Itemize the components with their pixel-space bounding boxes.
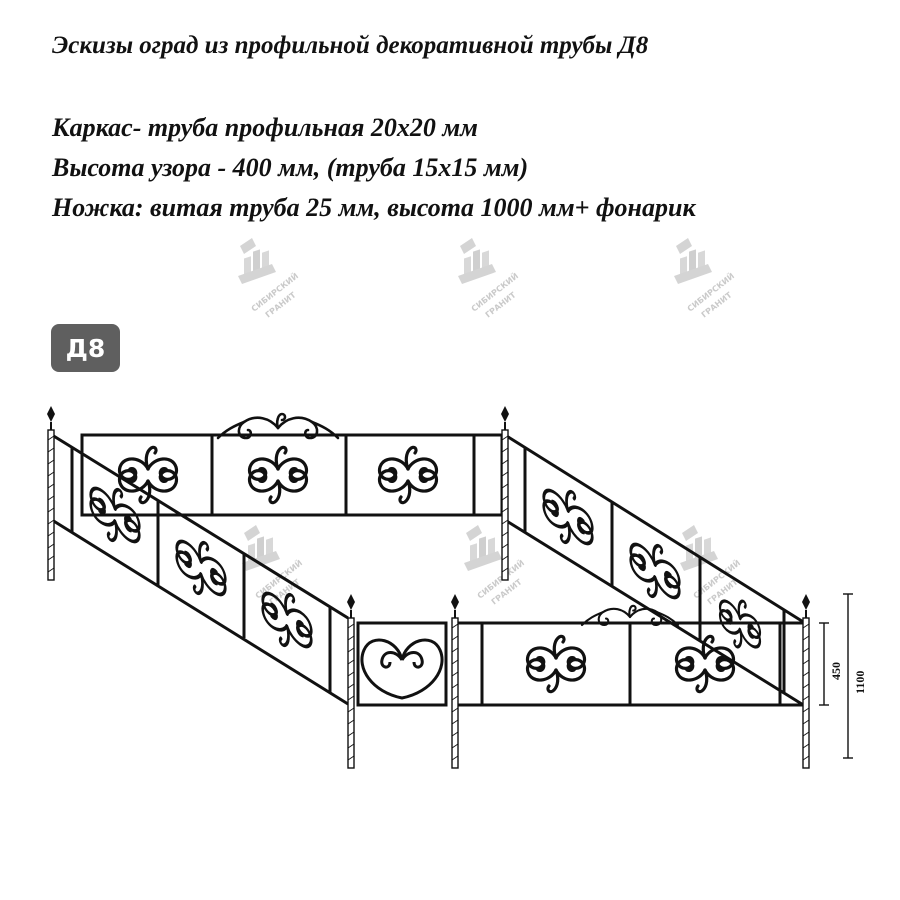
- dimension-lines: [819, 593, 853, 759]
- spec-pattern: Высота узора - 400 мм, (труба 15х15 мм): [52, 153, 529, 182]
- left-panel: [51, 433, 349, 706]
- model-badge: Д8: [51, 324, 120, 372]
- dimension-450: 450: [829, 662, 843, 680]
- back-panel: [80, 412, 504, 517]
- page-title: Эскизы оград из профильной декоративной …: [52, 32, 649, 59]
- right-panel: [504, 433, 806, 708]
- spec-leg: Ножка: витая труба 25 мм, высота 1000 мм…: [52, 193, 696, 222]
- dimension-1100: 1100: [853, 671, 867, 694]
- spec-frame: Каркас- труба профильная 20х20 мм: [52, 113, 478, 142]
- gate-panel: [356, 621, 448, 707]
- front-panel: [453, 604, 807, 707]
